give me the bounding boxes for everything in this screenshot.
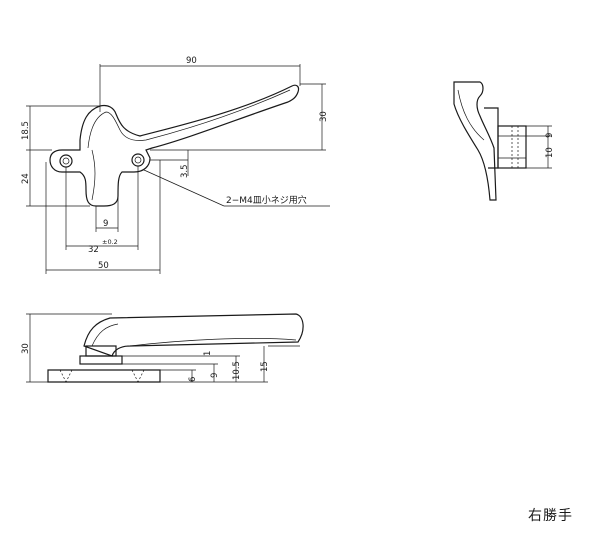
dim-24: 24 [21, 173, 31, 184]
hole-note: 2−M4皿小ネジ用穴 [226, 194, 307, 206]
dim-3-5: 3.5 [180, 164, 190, 178]
dim-50: 50 [98, 261, 109, 271]
dim-1: 1 [203, 351, 213, 356]
dim-9-front: 9 [210, 373, 220, 378]
caption-right-hand: 右勝手 [528, 508, 573, 524]
dim-90: 90 [186, 56, 197, 66]
handle-inner-line-2 [91, 149, 96, 201]
dim-6: 6 [188, 377, 198, 382]
top-view: 90 30 18.5 24 3.5 2−M4皿小ネジ用穴 9 32 ±0 [21, 56, 330, 274]
front-hub [85, 345, 117, 357]
dim-32: 32 [88, 245, 99, 255]
dim-32-tolerance: ±0.2 [102, 238, 118, 246]
screw-hole-right [131, 153, 145, 167]
dim-10-side: 10 [545, 147, 555, 158]
front-view: 30 6 9 10.5 15 1 [21, 313, 304, 383]
dim-10-5: 10.5 [232, 361, 242, 380]
side-handle [453, 81, 497, 201]
screw-hole-left [59, 154, 73, 168]
side-rose [484, 107, 499, 169]
dim-9-top: 9 [103, 219, 108, 229]
dim-18-5: 18.5 [21, 121, 31, 140]
dim-30-front: 30 [21, 343, 31, 354]
dim-9-side: 9 [545, 133, 555, 138]
handle-inner-line [87, 89, 291, 149]
side-view: 10 9 [453, 81, 555, 201]
front-lever [83, 313, 304, 357]
handle-outline [49, 84, 300, 207]
dim-15: 15 [260, 361, 270, 372]
dim-30-top: 30 [319, 111, 329, 122]
